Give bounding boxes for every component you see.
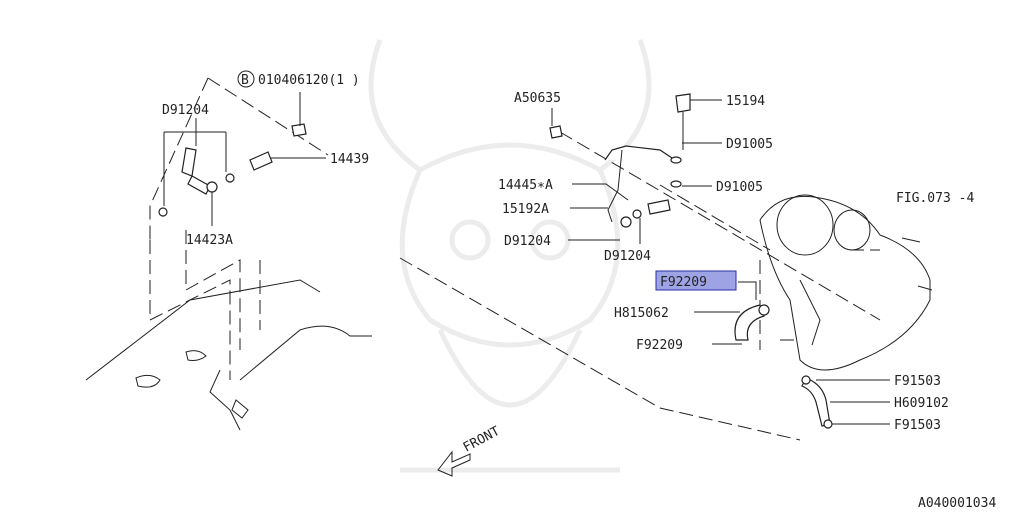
label-15194[interactable]: 15194 [726,94,765,109]
label-h609102[interactable]: H609102 [894,396,949,411]
label-fig073[interactable]: FIG.073 -4 [896,191,974,206]
circled-b-marker [237,70,255,88]
label-14445a[interactable]: 14445∗A [498,178,553,193]
callout-labels: B 010406120(1 ) D91204 14439 14423A A506… [162,70,974,433]
label-f91503-b[interactable]: F91503 [894,418,941,433]
label-a50635[interactable]: A50635 [514,91,561,106]
circled-b-letter: B [241,73,249,88]
label-15192a[interactable]: 15192A [502,202,549,217]
label-b010406120[interactable]: 010406120(1 ) [258,73,360,88]
watermark-emblem [368,39,652,473]
engine-block [85,279,372,431]
label-f91503-a[interactable]: F91503 [894,374,941,389]
label-f92209-highlighted[interactable]: F92209 [655,270,737,291]
front-label: FRONT [461,424,503,456]
left-pipe-assembly[interactable] [158,123,307,217]
hose-lower[interactable] [801,375,833,429]
label-f92209[interactable]: F92209 [636,338,683,353]
label-f92209-highlighted-text: F92209 [660,275,707,290]
label-h815062[interactable]: H815062 [614,306,669,321]
label-14439[interactable]: 14439 [330,152,369,167]
label-d91204-left[interactable]: D91204 [162,103,209,118]
label-d91204-low[interactable]: D91204 [604,249,651,264]
label-d91204-mid[interactable]: D91204 [504,234,551,249]
diagram-code: A040001034 [918,496,996,511]
hose-upper[interactable] [734,304,770,341]
leader-lines [163,92,890,425]
label-d91005-b[interactable]: D91005 [716,180,763,195]
center-pipe-assembly[interactable] [549,93,691,228]
label-14423a[interactable]: 14423A [186,233,233,248]
intake-manifold [759,194,933,371]
label-d91005-a[interactable]: D91005 [726,137,773,152]
